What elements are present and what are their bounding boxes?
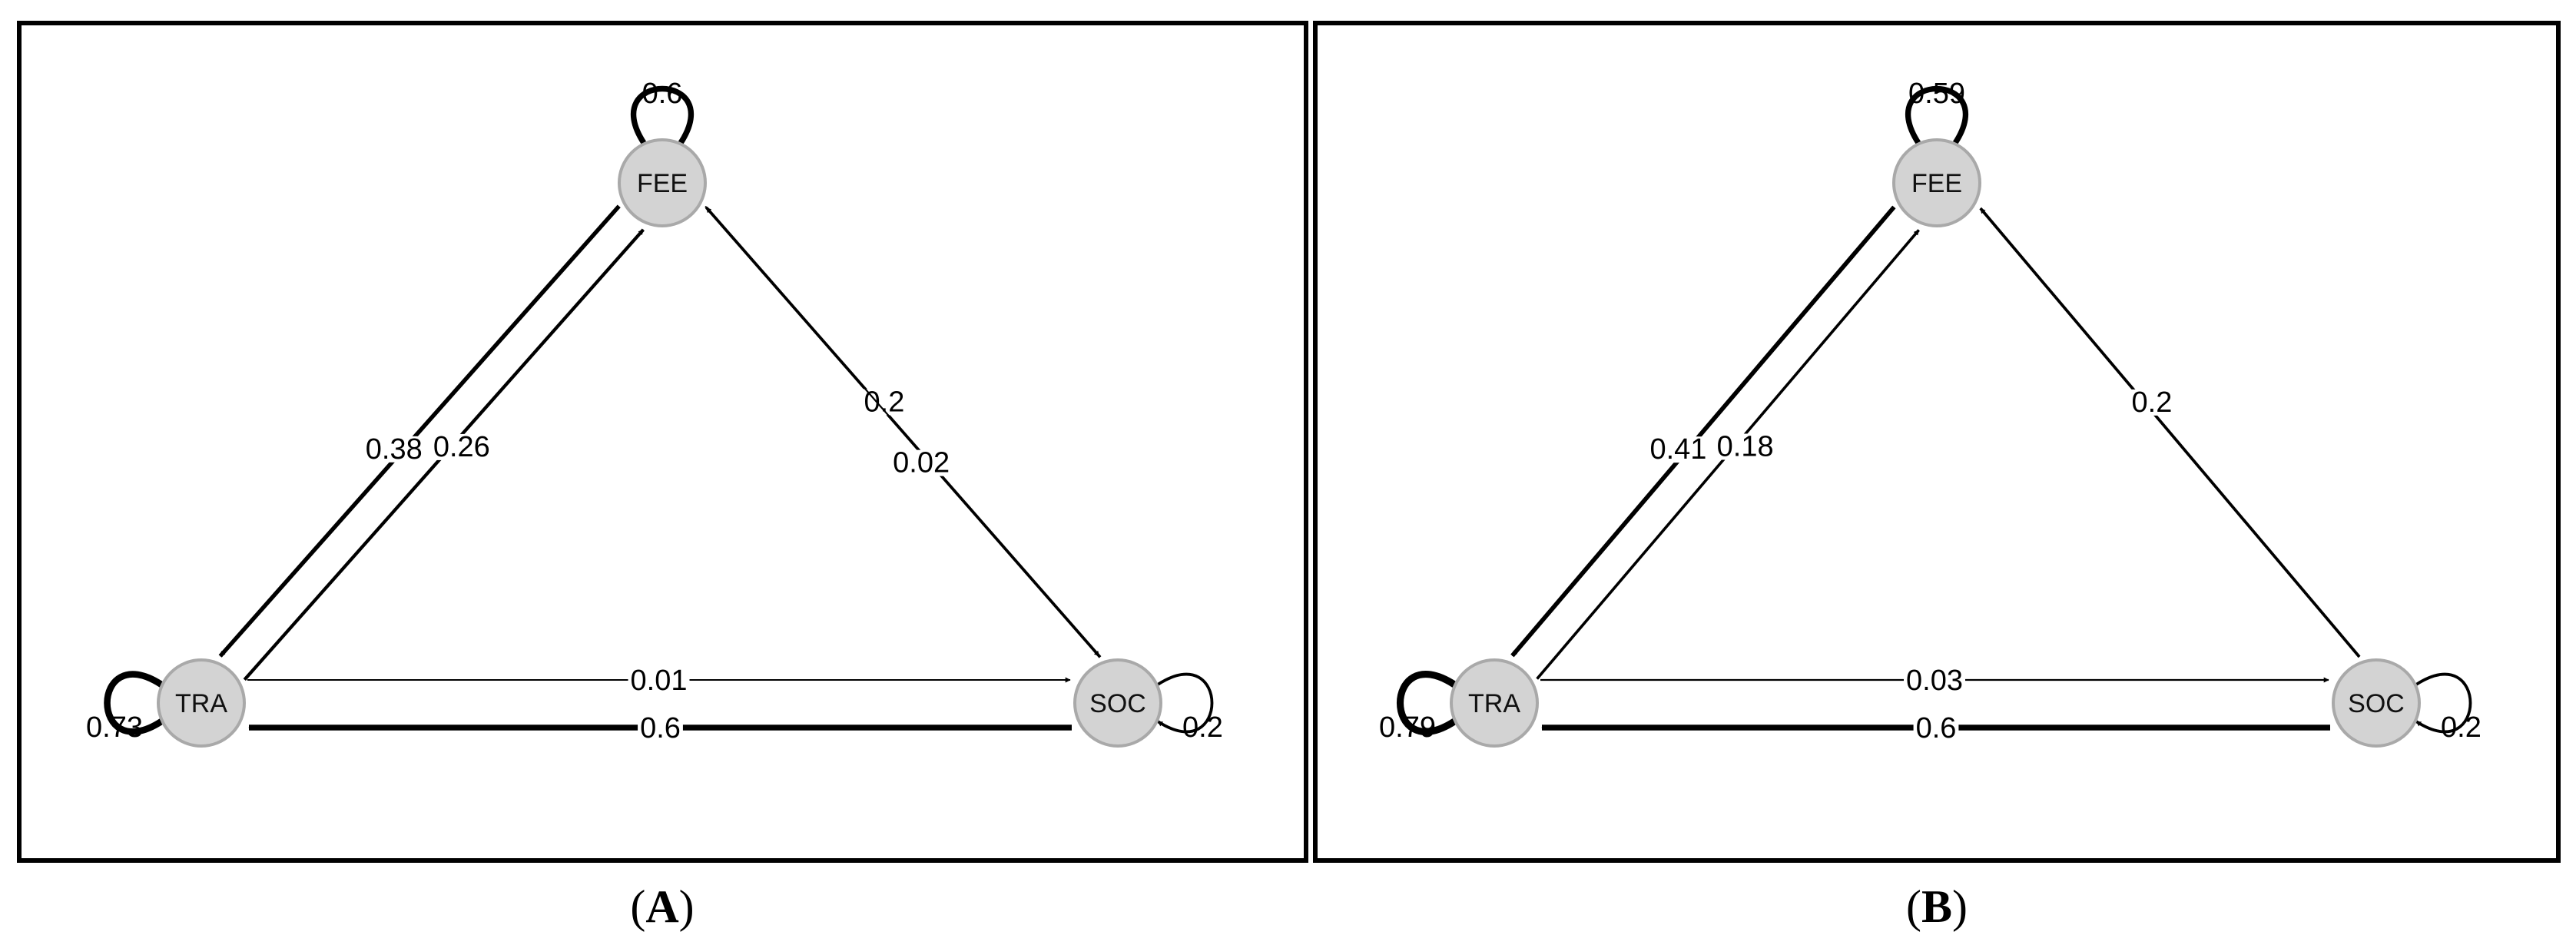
panel-a-edge-tra-to-fee: 0.26 (243, 228, 645, 681)
panel-a-node-fee-circle (618, 138, 707, 227)
panel-b-node-fee-circle (1892, 138, 1981, 227)
panel-a-edge-tra-to-fee-label: 0.26 (433, 431, 490, 463)
panel-a-edge-fee-to-tra-label: 0.38 (366, 433, 423, 466)
panel-a-edge-fee-to-tra-line (218, 204, 621, 658)
panel-b-edge-fee-to-tra-line (1510, 205, 1896, 658)
panel-b-node-soc-circle (2332, 658, 2421, 748)
panel-a-edge-soc-to-fee-label: 0.2 (864, 386, 905, 418)
panel-a-node-soc-label: SOC (1089, 689, 1146, 718)
panel-b-edge-soc-to-soc-line (2415, 672, 2472, 734)
panel-b-edge-soc-to-soc-label: 0.2 (2441, 711, 2482, 744)
panel-a-edges: 0.6 0.73 0.2 0.38 0.26 0.2 0.02 0.6 0.01 (86, 78, 1223, 744)
panel-b-edge-tra-to-fee-label-bg (1714, 433, 1776, 460)
panel-a-edge-fee-to-soc-line (705, 205, 1100, 657)
panel-b-node-tra: TRA (1450, 658, 1539, 748)
panel-b-edge-soc-to-fee-line (1979, 207, 2361, 658)
panel-a-caption: (A) (630, 881, 694, 932)
panel-a-edge-soc-to-tra-label: 0.6 (640, 712, 681, 744)
panel-a-edge-soc-to-tra-label-bg (638, 715, 683, 741)
panel-b-edge-soc-to-tra-label-bg (1913, 715, 1959, 741)
panel-a-edge-fee-to-tra: 0.38 (218, 204, 621, 658)
panel-b-edge-soc-to-fee: 0.2 (1979, 207, 2361, 658)
panel-b-edge-tra-to-soc: 0.03 (1540, 665, 2329, 697)
panel-a: 0.6 0.73 0.2 0.38 0.26 0.2 0.02 0.6 0.01 FEE TRA S… (17, 21, 1308, 932)
panel-a-node-soc-circle (1073, 658, 1162, 748)
panel-b-nodes: FEE TRA SOC (1450, 138, 2421, 748)
panel-b-node-fee: FEE (1892, 138, 1981, 227)
panel-a-edge-fee-to-fee-line (630, 85, 695, 145)
panel-b-edge-tra-to-fee: 0.18 (1536, 229, 1920, 680)
panel-b-node-soc: SOC (2332, 658, 2421, 748)
panel-a-edge-soc-to-tra: 0.6 (248, 712, 1072, 744)
panel-a-node-tra-circle (157, 658, 246, 748)
panel-b-node-fee-label: FEE (1911, 169, 1962, 198)
panel-b-edge-fee-to-tra-label-bg (1647, 436, 1709, 463)
panel-a-edge-soc-to-soc-label: 0.2 (1182, 711, 1223, 744)
panel-a-edge-fee-to-fee-label: 0.6 (642, 78, 683, 110)
panel-a-edge-fee-to-soc-label: 0.02 (893, 447, 950, 479)
panel-a-node-fee: FEE (618, 138, 707, 227)
panel-b-edge-soc-to-tra-label: 0.6 (1916, 712, 1957, 744)
panel-b-edge-soc-to-soc: 0.2 (2415, 672, 2482, 744)
panel-a-edge-tra-to-tra: 0.73 (86, 671, 164, 744)
panel-a-edge-fee-to-tra-label-bg (363, 436, 425, 463)
panel-b-caption: (B) (1906, 881, 1968, 932)
panel-a-node-tra-label: TRA (175, 689, 227, 718)
panel-a-nodes: FEE TRA SOC (157, 138, 1162, 748)
panel-a-edge-tra-to-tra-line (104, 671, 164, 735)
panel-b-node-soc-label: SOC (2348, 689, 2405, 718)
panel-b-node-tra-label: TRA (1468, 689, 1520, 718)
panel-b-edge-tra-to-tra-line (1396, 671, 1457, 735)
panel-b-edge-fee-to-tra-label: 0.41 (1649, 433, 1706, 466)
panel-b-edge-fee-to-fee-line (1905, 85, 1969, 144)
panel-a-edge-tra-to-fee-label-bg (430, 433, 492, 460)
panel-a-edge-fee-to-fee: 0.6 (630, 78, 695, 145)
panel-a-edge-fee-to-soc-label-bg (890, 449, 953, 476)
panel-a-edge-soc-to-soc: 0.2 (1156, 672, 1223, 744)
panel-b-edge-tra-to-tra-label: 0.79 (1379, 711, 1436, 744)
panel-b-edge-fee-to-fee-label: 0.59 (1908, 78, 1965, 110)
panel-a-edge-tra-to-soc-label-bg (628, 668, 690, 694)
panel-b-edge-tra-to-soc-label: 0.03 (1906, 665, 1963, 697)
panel-a-node-tra: TRA (157, 658, 246, 748)
panel-b-edge-tra-to-fee-label: 0.18 (1717, 430, 1774, 463)
panel-b-edge-soc-to-tra: 0.6 (1541, 712, 2330, 744)
panel-b-node-tra-circle (1450, 658, 1539, 748)
panel-b-edge-fee-to-fee: 0.59 (1905, 78, 1969, 144)
panel-a-edge-soc-to-soc-line (1156, 672, 1214, 734)
panel-b-edge-soc-to-fee-label-bg (2129, 389, 2175, 416)
panel-b-edge-soc-to-fee-label: 0.2 (2132, 386, 2173, 419)
panel-a-node-fee-label: FEE (637, 169, 688, 198)
panel-b-edge-fee-to-tra: 0.41 (1510, 205, 1896, 658)
panel-b-edge-tra-to-soc-label-bg (1904, 668, 1965, 694)
panel-a-edge-tra-to-soc-label: 0.01 (631, 665, 688, 697)
panel-b-edge-tra-to-tra: 0.79 (1379, 671, 1457, 744)
panel-a-edge-tra-to-tra-label: 0.73 (86, 711, 143, 744)
panel-a-edge-fee-to-soc: 0.02 (705, 205, 1100, 657)
panel-a-node-soc: SOC (1073, 658, 1162, 748)
panel-b-edges: 0.59 0.79 0.2 0.41 0.18 0.2 0.6 0.03 (1379, 78, 2482, 744)
panel-a-edge-tra-to-soc: 0.01 (247, 665, 1071, 697)
